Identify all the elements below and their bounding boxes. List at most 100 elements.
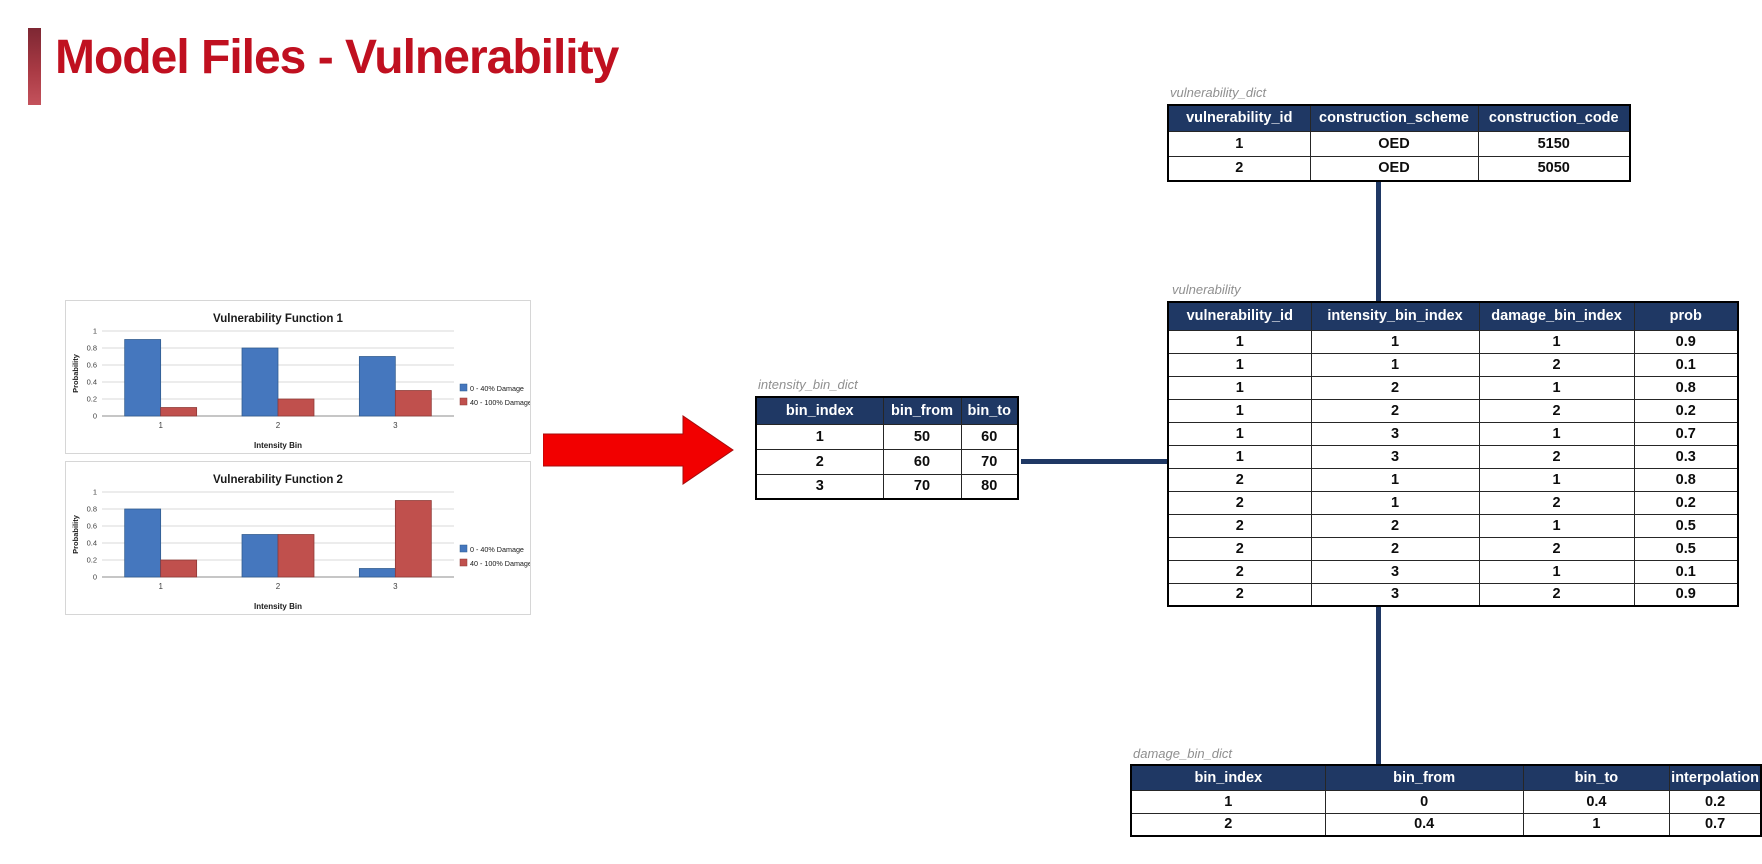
table-cell: 2 — [1167, 490, 1312, 515]
table-cell: 0.4 — [1522, 789, 1671, 814]
arrow-right-icon — [542, 415, 734, 485]
table-label-vulnerability-dict: vulnerability_dict — [1170, 85, 1267, 100]
table-cell: 0.9 — [1633, 582, 1739, 607]
bar-chart-svg: Vulnerability Function 100.20.40.60.81Pr… — [71, 313, 532, 450]
table-header-cell: intensity_bin_index — [1310, 301, 1480, 331]
page-title: Model Files - Vulnerability — [55, 31, 619, 84]
bar — [358, 356, 396, 417]
table-cell: 0.8 — [1633, 467, 1739, 492]
legend-swatch — [459, 558, 468, 567]
table-cell: 1 — [1130, 789, 1326, 814]
table-cell: 3 — [1310, 559, 1480, 584]
x-tick-label: 3 — [393, 582, 398, 591]
table-header-cell: construction_scheme — [1309, 104, 1479, 132]
table-cell: 0.2 — [1669, 789, 1762, 814]
table-cell: 1 — [1478, 329, 1635, 354]
legend-label: 0 - 40% Damage — [470, 384, 524, 393]
table-cell: 0.1 — [1633, 352, 1739, 377]
table-cell: 2 — [1478, 444, 1635, 469]
table-cell: 1 — [1310, 490, 1480, 515]
table-cell: 1 — [1310, 329, 1480, 354]
x-tick-label: 1 — [158, 421, 163, 430]
bar — [277, 398, 315, 417]
bar — [241, 534, 279, 578]
table-cell: 0.7 — [1669, 812, 1762, 837]
table-cell: 1 — [1478, 513, 1635, 538]
x-axis-label: Intensity Bin — [254, 602, 302, 611]
bar — [160, 407, 198, 417]
table-header-cell: prob — [1633, 301, 1739, 331]
table-cell: 1 — [1167, 329, 1312, 354]
chart-title: Vulnerability Function 1 — [213, 313, 344, 325]
y-tick-label: 0 — [93, 573, 97, 582]
table-cell: 0 — [1324, 789, 1524, 814]
table-cell: 3 — [1310, 421, 1480, 446]
table-cell: 2 — [1478, 398, 1635, 423]
y-tick-label: 1 — [93, 488, 97, 497]
table-cell: 0.5 — [1633, 513, 1739, 538]
bar — [358, 568, 396, 578]
table-cell: 1 — [1167, 352, 1312, 377]
table-cell: 2 — [1167, 513, 1312, 538]
connector-vulnerability-dict-to-vulnerability — [1376, 182, 1381, 302]
table-cell: 2 — [1310, 536, 1480, 561]
table-cell: 0.2 — [1633, 398, 1739, 423]
table-cell: 0.4 — [1324, 812, 1524, 837]
table-header-cell: vulnerability_id — [1167, 104, 1311, 132]
table-cell: 1 — [1167, 398, 1312, 423]
table-cell: 2 — [1167, 155, 1311, 182]
chart-title: Vulnerability Function 2 — [213, 474, 343, 486]
table-cell: 60 — [960, 423, 1019, 450]
table-cell: OED — [1309, 155, 1479, 182]
table-label-intensity-bin-dict: intensity_bin_dict — [758, 377, 858, 392]
table-cell: 70 — [960, 448, 1019, 475]
bar — [394, 390, 432, 417]
table-cell: 1 — [1310, 352, 1480, 377]
y-tick-label: 0.8 — [87, 344, 97, 353]
arrow-right-polygon — [542, 415, 734, 485]
connector-vulnerability-to-damage-bin-dict — [1376, 607, 1381, 764]
table-header-cell: interpolation — [1669, 764, 1762, 791]
table-cell: 1 — [1522, 812, 1671, 837]
table-cell: 1 — [1478, 467, 1635, 492]
y-tick-label: 0.2 — [87, 395, 97, 404]
x-tick-label: 3 — [393, 421, 398, 430]
legend-swatch — [459, 383, 468, 392]
table-label-vulnerability: vulnerability — [1172, 282, 1241, 297]
y-tick-label: 0.6 — [87, 361, 97, 370]
table-header-cell: bin_from — [1324, 764, 1524, 791]
table-cell: 2 — [1167, 536, 1312, 561]
x-tick-label: 1 — [158, 582, 163, 591]
arrow-right-shape — [542, 414, 735, 486]
y-tick-label: 0.6 — [87, 522, 97, 531]
bar — [124, 339, 162, 417]
table-cell: 5150 — [1477, 130, 1631, 157]
y-tick-label: 1 — [93, 327, 97, 336]
table-cell: 60 — [882, 448, 962, 475]
table-cell: 70 — [882, 473, 962, 500]
table-cell: 1 — [1478, 421, 1635, 446]
y-tick-label: 0 — [93, 412, 97, 421]
